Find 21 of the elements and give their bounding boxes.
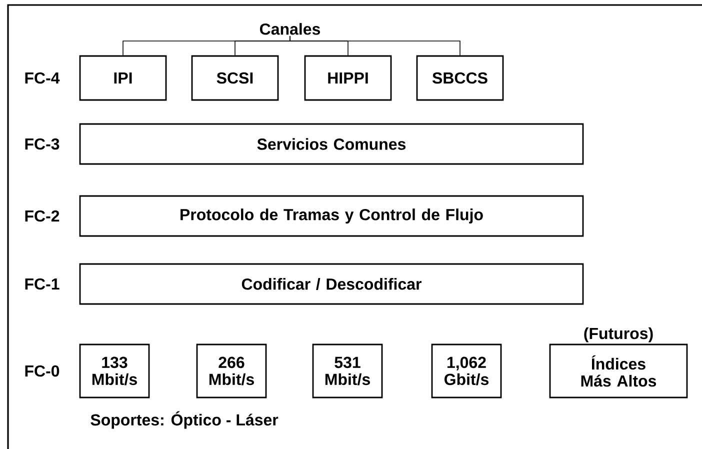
layer-box: SCSI [191, 55, 279, 101]
layer-box: (Futuros) Índices Más Altos [549, 327, 688, 398]
heading-text: Canales [260, 23, 320, 35]
layer-label: FC-3 [25, 138, 60, 150]
layer-box: Servicios Comunes [79, 123, 584, 165]
layer-box: 133 Mbit/s [79, 344, 150, 398]
layer-box: 266 Mbit/s [196, 344, 267, 398]
layer-box: IPI [79, 55, 167, 101]
layer-label: FC-4 [25, 72, 60, 84]
node-label: (Futuros) [584, 327, 653, 342]
layer-box: HIPPI [304, 55, 392, 101]
bracket-line [290, 36, 460, 56]
layer-box: SBCCS [416, 55, 504, 101]
layer-box: 1,062 Gbit/s [431, 344, 502, 398]
layer-box: Protocolo de Tramas y Control de Flujo [79, 195, 584, 237]
layer-box: 531 Mbit/s [312, 344, 383, 398]
layer-label: FC-1 [25, 278, 60, 290]
layer-box: Codificar / Descodificar [79, 263, 584, 305]
caption-text: Soportes: Óptico - Láser [90, 411, 278, 429]
layer-label: FC-2 [25, 210, 60, 222]
layer-label: FC-0 [25, 365, 60, 377]
